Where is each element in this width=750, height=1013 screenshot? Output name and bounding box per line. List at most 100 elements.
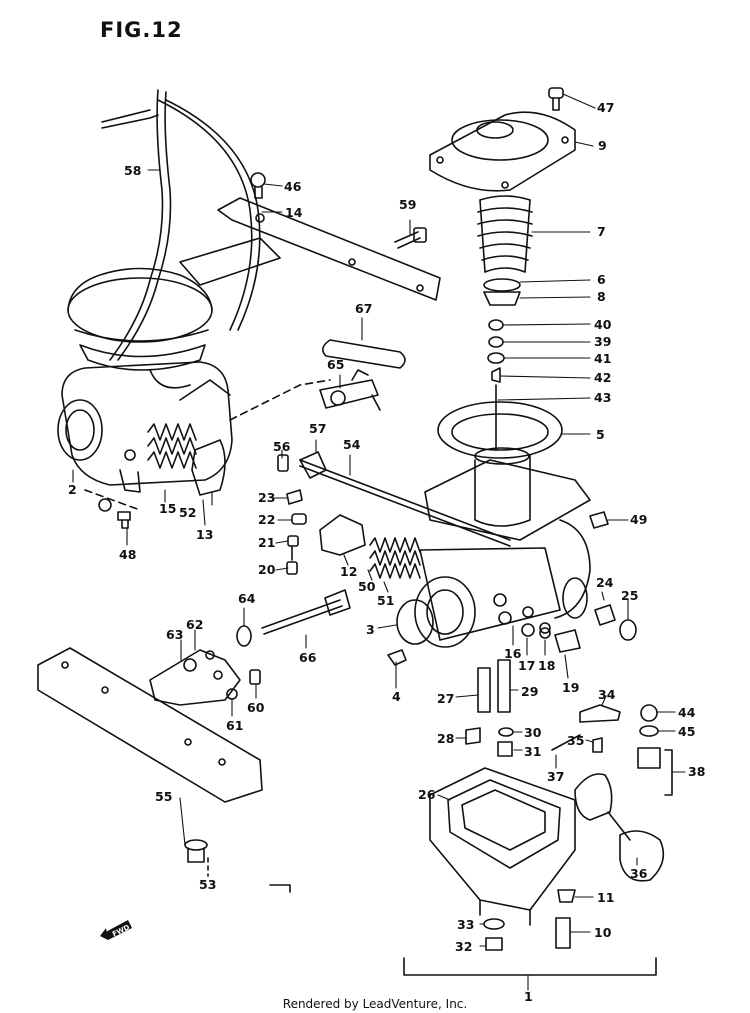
clip-42 bbox=[491, 367, 501, 383]
callout-42: 42 bbox=[594, 370, 612, 385]
callout-61: 61 bbox=[226, 718, 244, 733]
footer-credit: Rendered by LeadVenture, Inc. bbox=[282, 997, 468, 1011]
part-57 bbox=[299, 451, 327, 479]
callout-30: 30 bbox=[524, 725, 542, 740]
callout-21: 21 bbox=[258, 535, 276, 550]
callout-5: 5 bbox=[596, 427, 605, 442]
callout-18: 18 bbox=[538, 658, 556, 673]
callout-26: 26 bbox=[418, 787, 436, 802]
left-carburetor bbox=[57, 267, 331, 529]
part-31 bbox=[497, 741, 513, 757]
part-35 bbox=[592, 737, 603, 753]
bolt-55 bbox=[184, 839, 208, 863]
part-22 bbox=[291, 513, 307, 525]
vent-hoses bbox=[101, 89, 261, 361]
part-17 bbox=[521, 623, 535, 637]
fitting-65 bbox=[319, 369, 381, 411]
float-bowl-26 bbox=[429, 767, 576, 926]
throttle-shaft-54 bbox=[299, 459, 511, 541]
screw-47 bbox=[548, 87, 564, 111]
callout-60: 60 bbox=[247, 700, 265, 715]
callout-34: 34 bbox=[598, 687, 616, 702]
washer-64 bbox=[236, 625, 252, 647]
callout-15: 15 bbox=[159, 501, 177, 516]
part-11 bbox=[557, 889, 576, 903]
part-3 bbox=[396, 599, 434, 645]
part-10 bbox=[555, 917, 571, 949]
part-33 bbox=[483, 918, 505, 930]
part-45 bbox=[639, 725, 659, 737]
linkage-parts bbox=[277, 451, 366, 575]
callout-19: 19 bbox=[562, 680, 580, 695]
left-intake-bell bbox=[57, 399, 103, 461]
callout-7: 7 bbox=[597, 224, 606, 239]
callout-1: 1 bbox=[524, 989, 533, 1004]
part-60 bbox=[249, 669, 261, 685]
part-41 bbox=[487, 352, 505, 364]
fwd-label: FWD bbox=[111, 923, 131, 938]
group-bracket-1 bbox=[403, 957, 657, 976]
callout-3: 3 bbox=[366, 622, 375, 637]
part-28 bbox=[465, 727, 481, 745]
part-19 bbox=[554, 629, 581, 653]
part-18 bbox=[539, 627, 551, 639]
screw-48 bbox=[98, 498, 112, 512]
callout-46: 46 bbox=[284, 179, 302, 194]
callout-59: 59 bbox=[399, 197, 417, 212]
seat-6-8 bbox=[483, 278, 521, 306]
callout-53: 53 bbox=[199, 877, 217, 892]
part-12 bbox=[319, 514, 366, 556]
diaphragm-piston-5 bbox=[437, 401, 563, 527]
callout-67: 67 bbox=[355, 301, 373, 316]
part-61 bbox=[226, 688, 238, 700]
callout-45: 45 bbox=[678, 724, 696, 739]
callout-17: 17 bbox=[518, 658, 536, 673]
lever-bracket-63 bbox=[149, 649, 241, 706]
callout-44: 44 bbox=[678, 705, 696, 720]
callout-35: 35 bbox=[567, 733, 585, 748]
part-30 bbox=[498, 727, 514, 737]
callout-64: 64 bbox=[238, 591, 256, 606]
part-44 bbox=[640, 704, 658, 722]
callout-52: 52 bbox=[179, 505, 197, 520]
top-cover-9 bbox=[429, 111, 576, 192]
callout-28: 28 bbox=[437, 731, 455, 746]
callout-13: 13 bbox=[196, 527, 214, 542]
part-40 bbox=[488, 319, 504, 331]
callout-29: 29 bbox=[521, 684, 539, 699]
part-25 bbox=[619, 619, 637, 641]
callout-50: 50 bbox=[358, 579, 376, 594]
callout-63: 63 bbox=[166, 627, 184, 642]
part-39 bbox=[488, 336, 504, 348]
part-37 bbox=[551, 734, 581, 751]
callout-4: 4 bbox=[392, 689, 401, 704]
callout-43: 43 bbox=[594, 390, 612, 405]
callout-57: 57 bbox=[309, 421, 327, 436]
callout-51: 51 bbox=[377, 593, 395, 608]
callout-6: 6 bbox=[597, 272, 606, 287]
figure-title: FIG.12 bbox=[100, 18, 183, 42]
callout-36: 36 bbox=[630, 866, 648, 881]
callout-22: 22 bbox=[258, 512, 276, 527]
callout-25: 25 bbox=[621, 588, 639, 603]
callout-39: 39 bbox=[594, 334, 612, 349]
part-56 bbox=[277, 454, 289, 472]
part-24 bbox=[594, 604, 616, 626]
part-23 bbox=[286, 489, 303, 505]
part-29 bbox=[497, 659, 511, 713]
part-4 bbox=[387, 649, 407, 666]
callout-14: 14 bbox=[285, 205, 303, 220]
part-16 bbox=[498, 611, 512, 625]
callout-12: 12 bbox=[340, 564, 358, 579]
bracket-plate-53 bbox=[37, 647, 263, 803]
callout-24: 24 bbox=[596, 575, 614, 590]
callout-9: 9 bbox=[598, 138, 607, 153]
callout-62: 62 bbox=[186, 617, 204, 632]
mounting-plate bbox=[179, 172, 441, 301]
callout-49: 49 bbox=[630, 512, 648, 527]
callout-8: 8 bbox=[597, 289, 606, 304]
callout-48: 48 bbox=[119, 547, 137, 562]
callout-65: 65 bbox=[327, 357, 345, 372]
